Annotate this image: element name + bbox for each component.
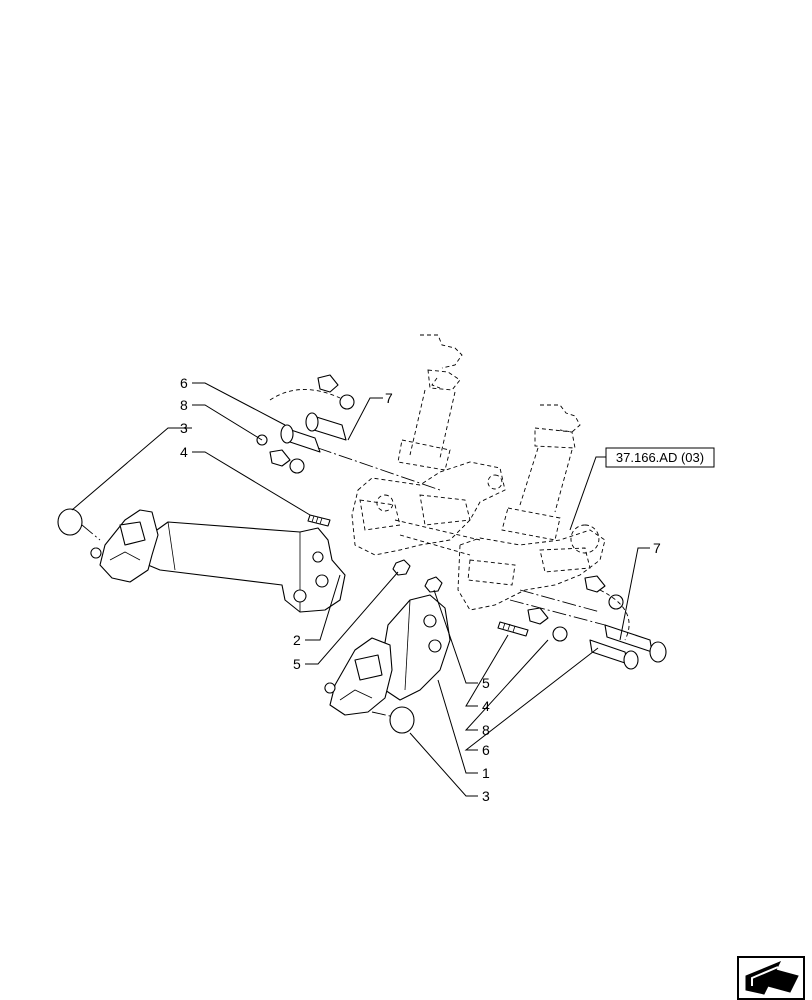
lift-frame: [351, 461, 606, 611]
nut-right: [424, 576, 443, 593]
nut-left: [392, 559, 411, 576]
reference-link[interactable]: 37.166.AD (03): [605, 447, 715, 468]
callout-6-right: 6: [482, 742, 490, 758]
callout-6-top-left: 6: [180, 375, 188, 391]
reference-box[interactable]: [605, 447, 715, 468]
pin-set-right: [497, 575, 667, 670]
leader-lines: [71, 382, 650, 797]
callout-7-top: 7: [385, 390, 393, 406]
lift-cylinder-right: [501, 404, 581, 541]
hook-assembly-right: [324, 594, 451, 716]
pin-set-top-left: [256, 374, 441, 491]
callout-3-bottom: 3: [482, 788, 490, 804]
next-page-arrow-icon[interactable]: [737, 956, 805, 1000]
callout-8-right: 8: [482, 722, 490, 738]
callout-1: 1: [482, 765, 490, 781]
lower-link-arm: [147, 521, 346, 613]
bolt-left: [307, 514, 331, 527]
lift-cylinder-left: [397, 334, 463, 471]
ball-bushing-left: [57, 508, 101, 541]
callout-labels: 6 8 3 4 7 2 5 5 4 8 6 1 3 7: [180, 375, 661, 804]
ball-bushing-bottom: [371, 706, 415, 734]
callout-5-right: 5: [482, 675, 490, 691]
callout-7-right: 7: [653, 540, 661, 556]
reference-label: 37.166.AD (03): [616, 450, 704, 465]
hook-assembly-left: [90, 509, 159, 583]
callout-2: 2: [293, 632, 301, 648]
callout-4-top-left: 4: [180, 444, 188, 460]
callout-4-right: 4: [482, 698, 490, 714]
callout-5-left: 5: [293, 656, 301, 672]
callout-8-top-left: 8: [180, 397, 188, 413]
callout-3-top-left: 3: [180, 420, 188, 436]
